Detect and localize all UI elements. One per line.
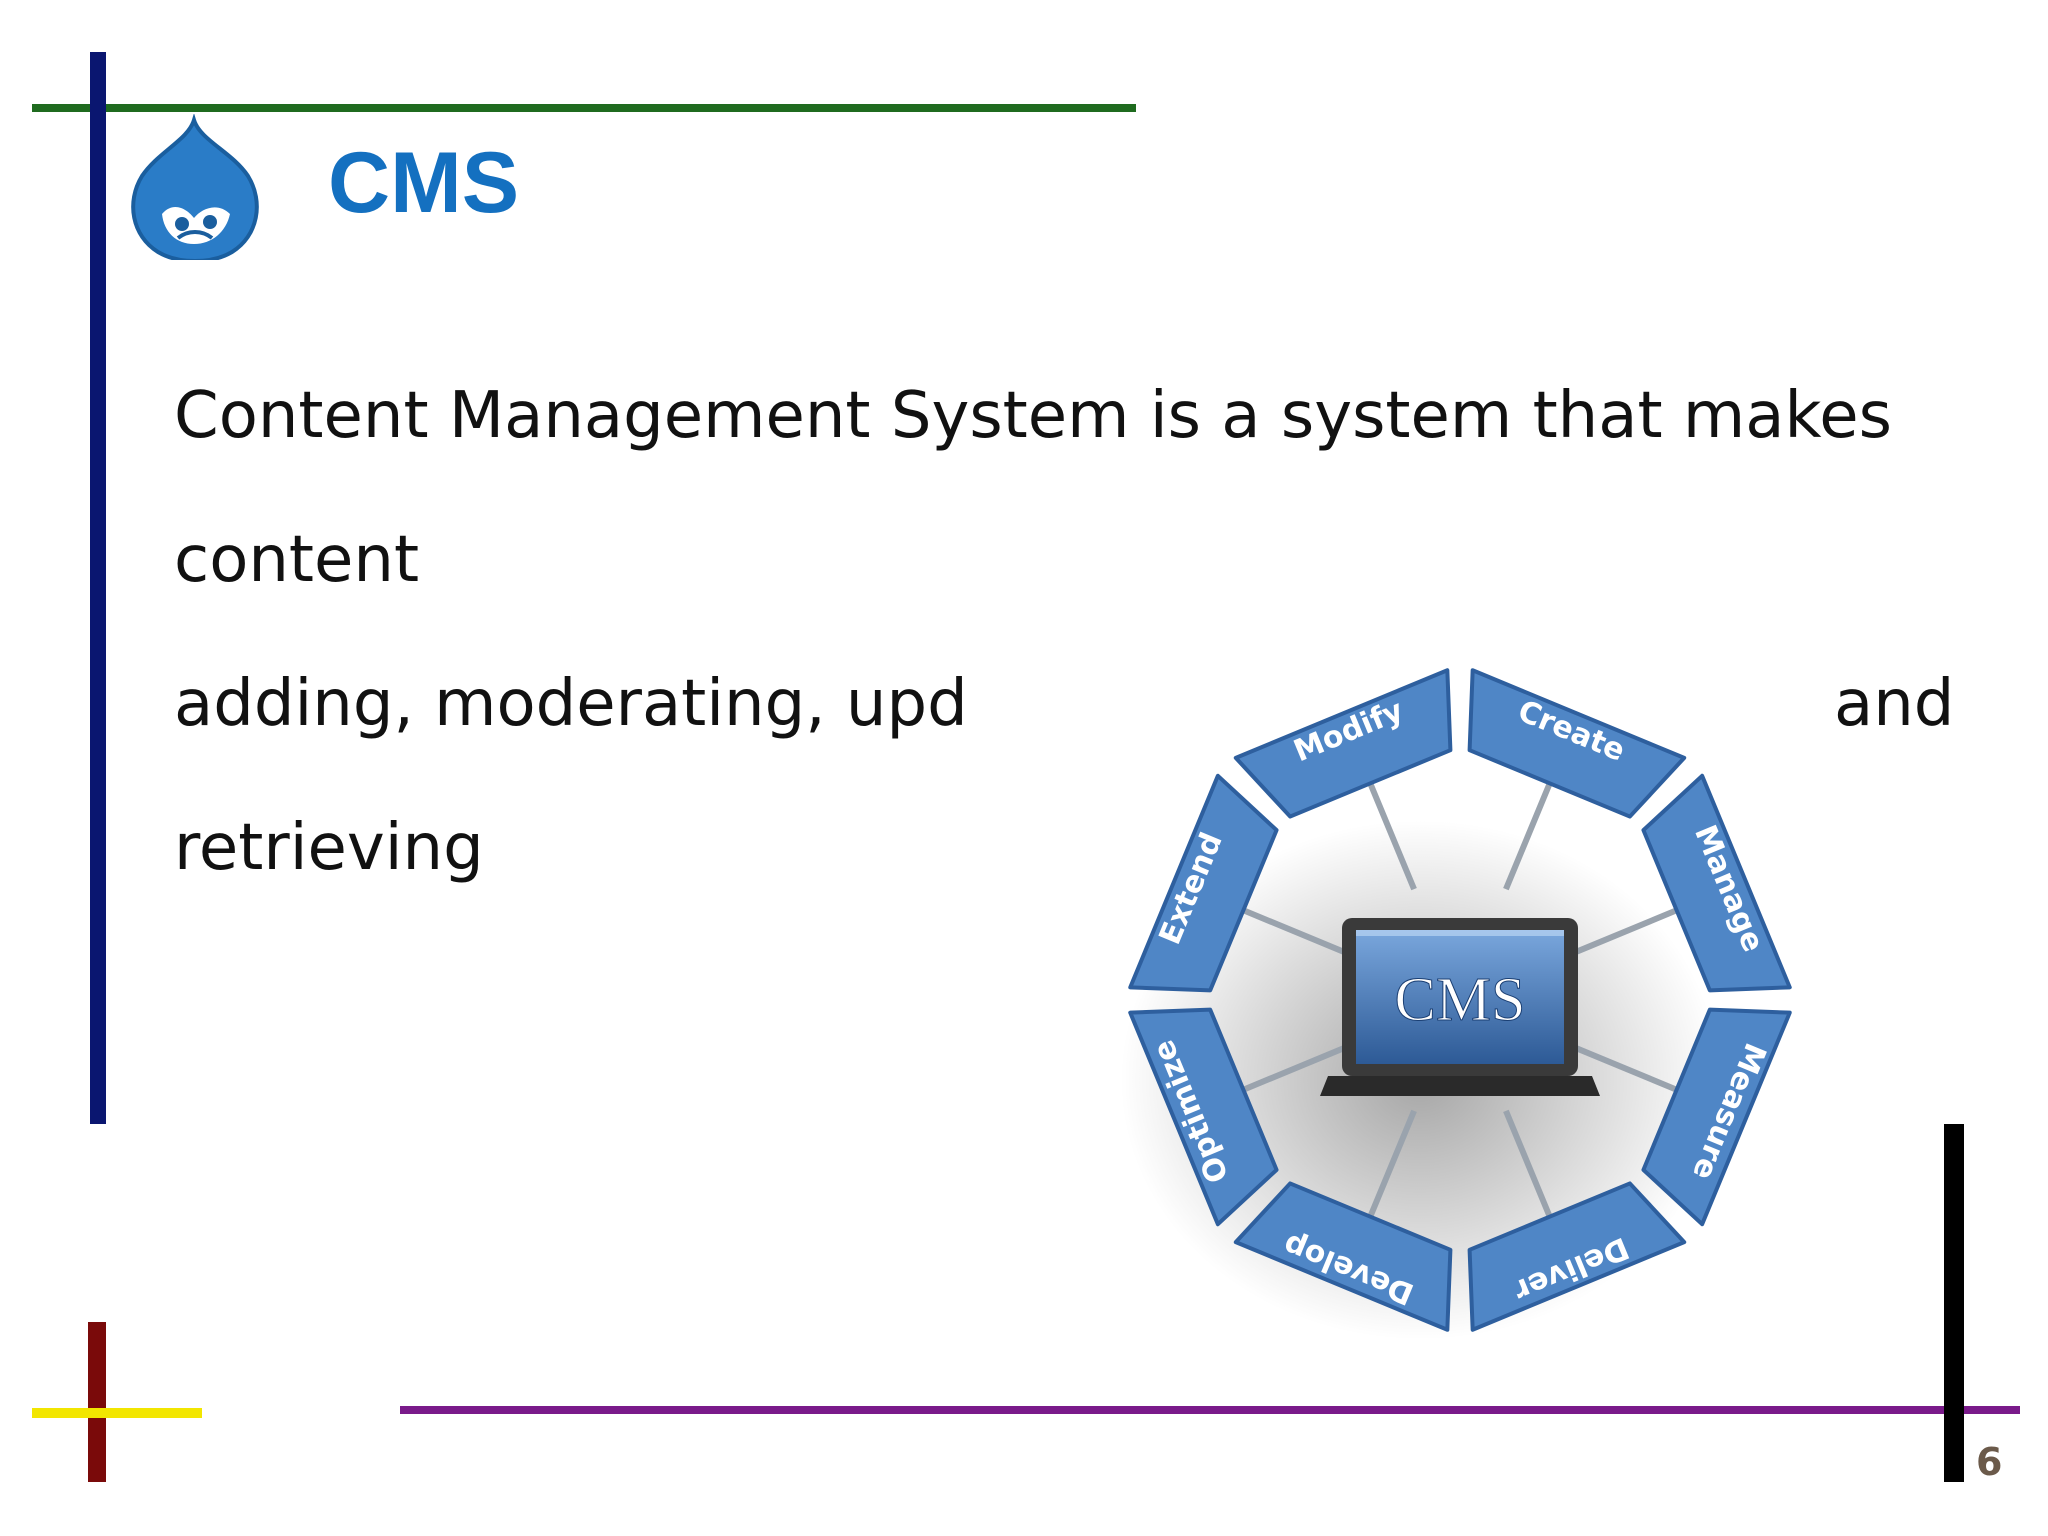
- body-text-line-1: Content Management System is a system th…: [174, 379, 1892, 453]
- page-number: 6: [1976, 1440, 2003, 1484]
- diagram-segment-modify: [1233, 668, 1453, 819]
- drupal-logo-icon: [131, 114, 259, 260]
- laptop-icon: [1320, 918, 1600, 1096]
- body-text-line-3: adding, moderating, upd: [174, 667, 968, 741]
- diagram-spoke: [1365, 777, 1417, 891]
- body-text-line-3-end: and: [1834, 667, 1955, 741]
- diagram-segment-manage: [1641, 773, 1792, 993]
- body-text-line-4: retrieving: [174, 811, 484, 885]
- diagram-center-label: CMS: [1395, 966, 1526, 1034]
- body-text-line-2: content: [174, 523, 420, 597]
- corner-red-bar: [88, 1322, 106, 1482]
- diagram-segment-measure: [1641, 1007, 1792, 1227]
- diagram-segment-optimize: [1128, 1007, 1279, 1227]
- diagram-spoke: [1503, 777, 1555, 891]
- diagram-segment-deliver: [1467, 1181, 1687, 1332]
- top-green-line: [32, 104, 1136, 112]
- diagram-spoke: [1365, 1109, 1417, 1223]
- diagram-segment-develop: [1233, 1181, 1453, 1332]
- diagram-spoke: [1237, 1043, 1351, 1095]
- slide-title: CMS: [328, 135, 520, 231]
- corner-yellow-line: [32, 1408, 202, 1418]
- diagram-segment-create: [1467, 668, 1687, 819]
- right-black-bar: [1944, 1124, 1964, 1482]
- diagram-spoke: [1569, 1043, 1683, 1095]
- diagram-spoke: [1569, 905, 1683, 957]
- diagram-segment-extend: [1128, 773, 1279, 993]
- diagram-spoke: [1237, 905, 1351, 957]
- left-navy-bar: [90, 52, 106, 1124]
- bottom-purple-line: [400, 1406, 2020, 1414]
- diagram-spoke: [1503, 1109, 1555, 1223]
